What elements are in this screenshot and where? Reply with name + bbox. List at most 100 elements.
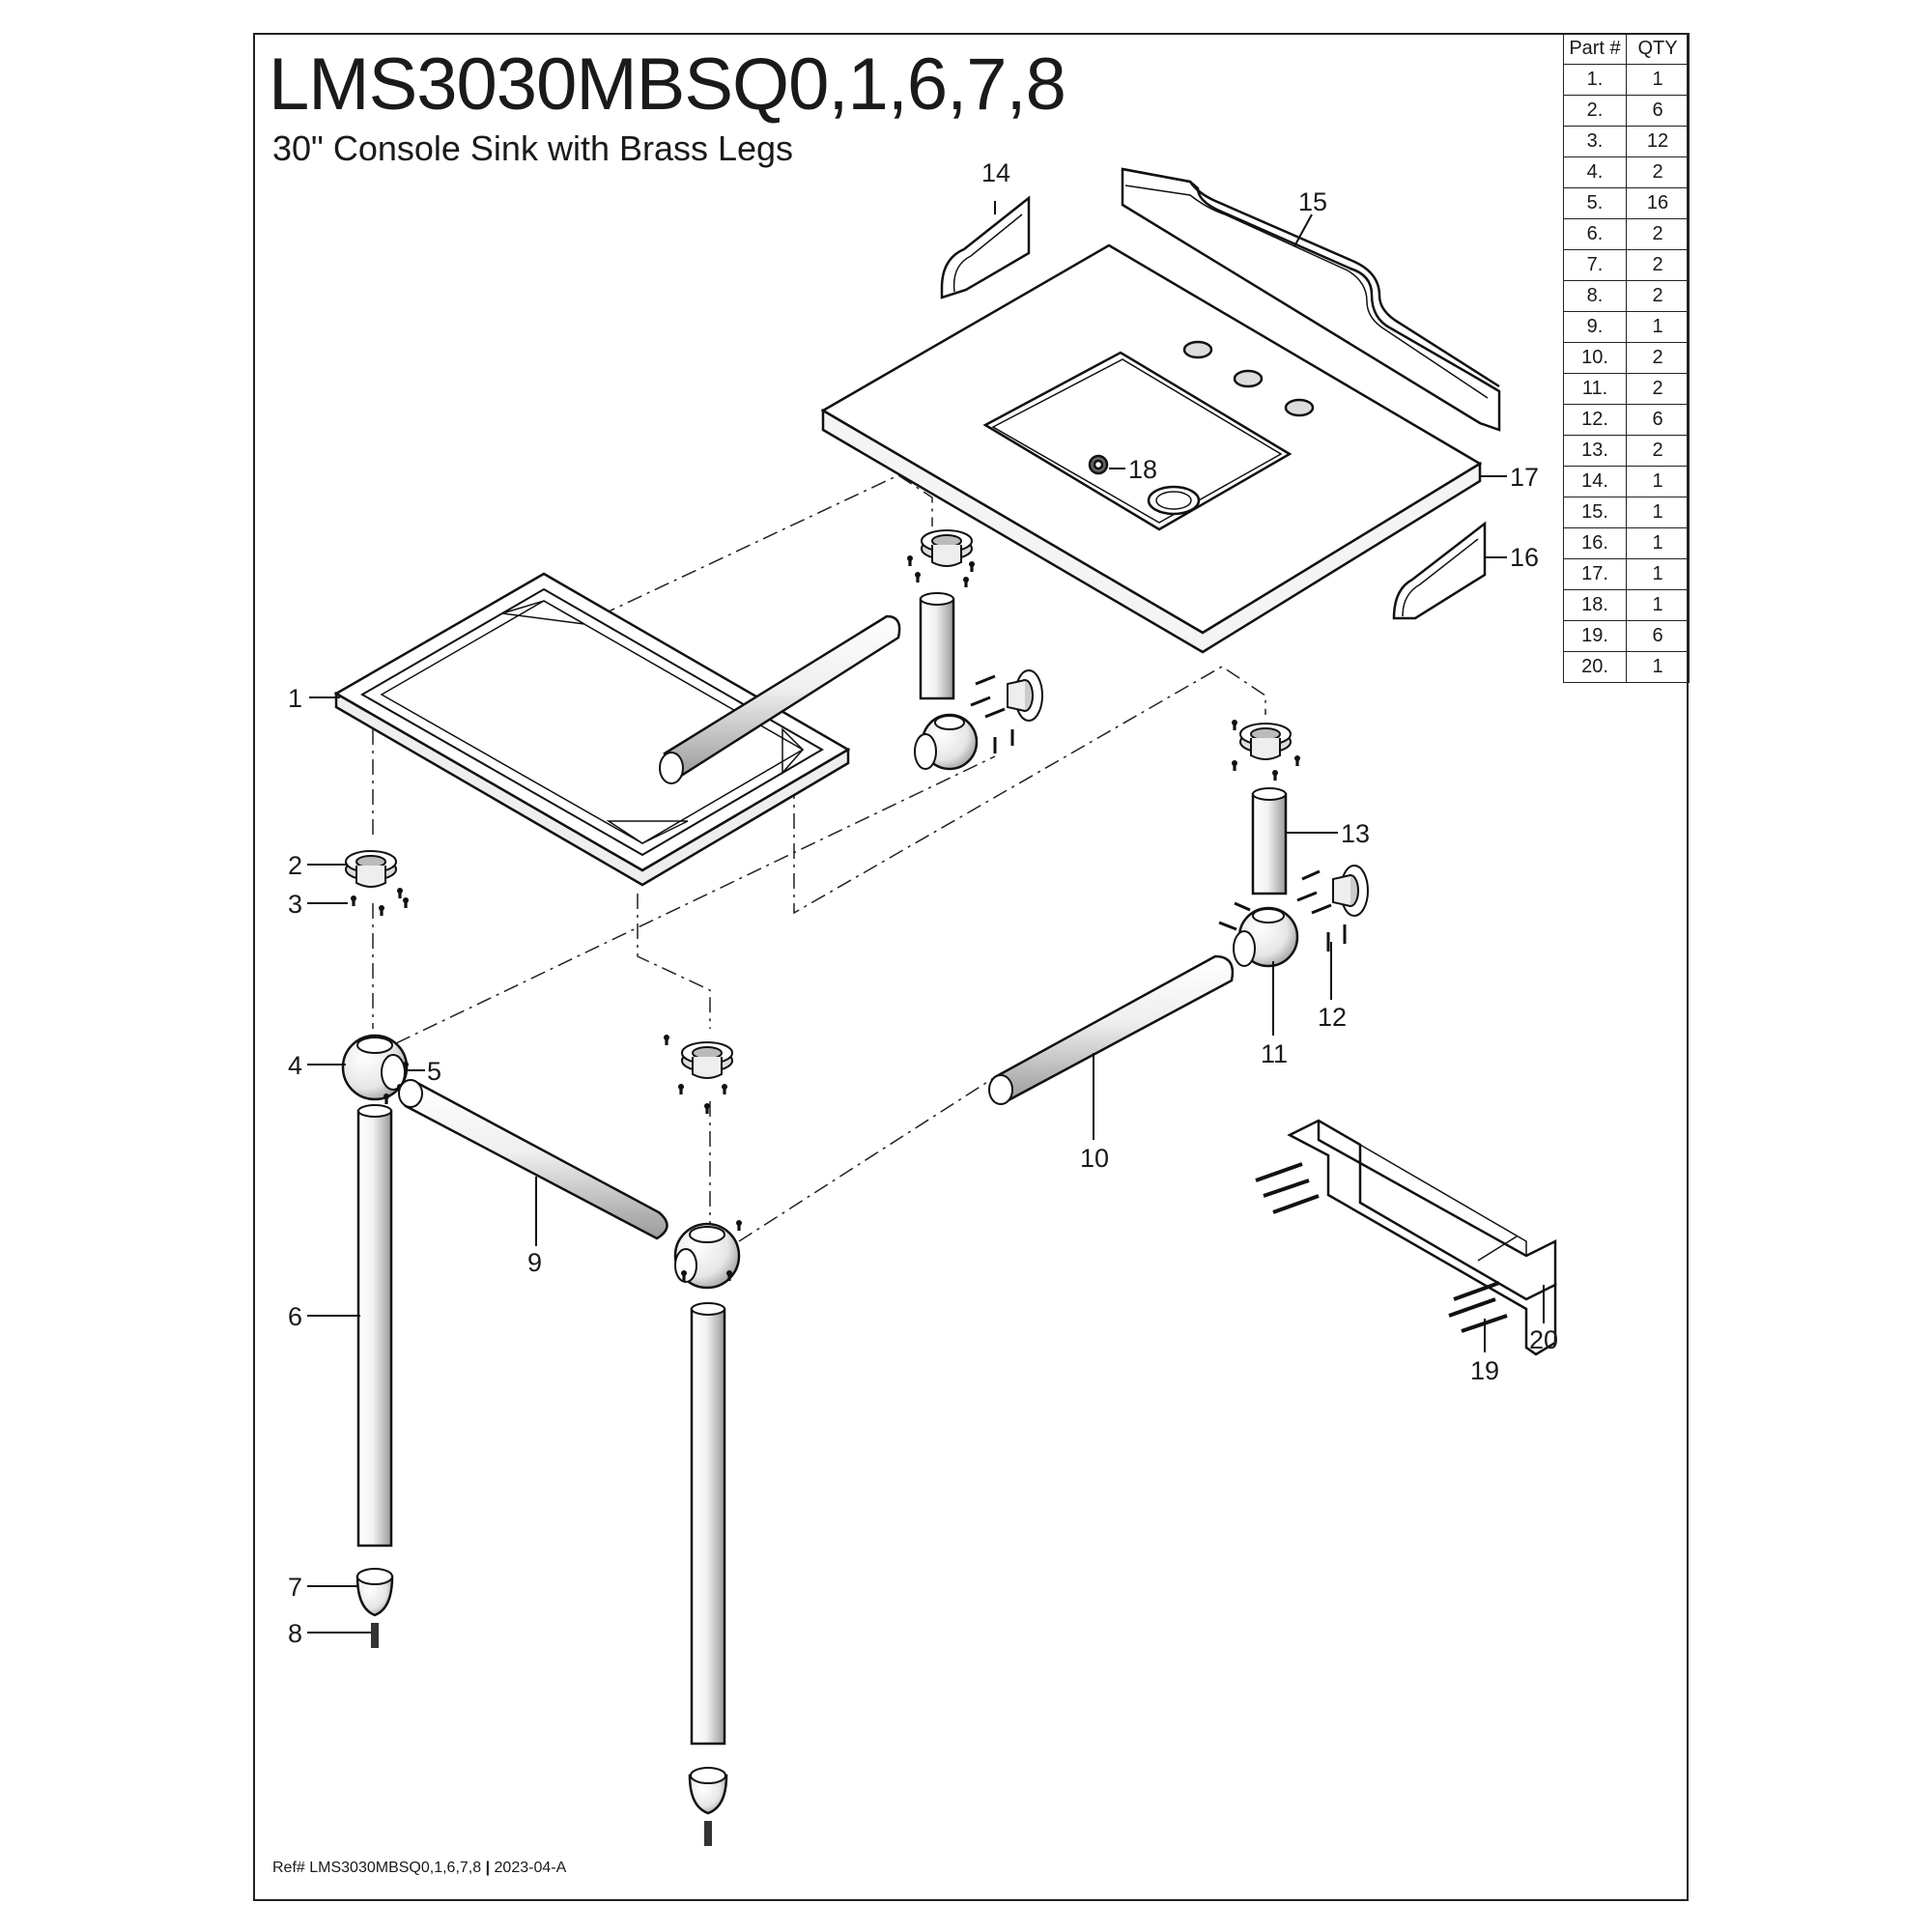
- callout-3: 3: [288, 890, 302, 919]
- wall-flange-back-right: [1007, 669, 1043, 722]
- rail-back-upper: [659, 614, 901, 784]
- table-row: 4.2: [1563, 156, 1690, 188]
- part-number: 3.: [1563, 126, 1627, 157]
- vanity-top: [820, 243, 1483, 654]
- part-number: 13.: [1563, 435, 1627, 467]
- bracket-screws-upper: [1255, 1162, 1320, 1214]
- leg-front-right: [690, 1302, 726, 1746]
- callout-12: 12: [1318, 1003, 1347, 1032]
- table-row: 12.6: [1563, 404, 1690, 436]
- part-number-header: Part #: [1563, 33, 1627, 65]
- table-row: 8.2: [1563, 280, 1690, 312]
- post-back-right: [919, 592, 955, 700]
- parts-table: Part # QTY 1.1 2.6 3.12 4.2 5.16 6.2 7.2…: [1563, 33, 1690, 683]
- part-number: 17.: [1563, 558, 1627, 590]
- rail-side-left: [398, 1079, 668, 1240]
- part-number: 16.: [1563, 527, 1627, 559]
- tee-front-left: [341, 1034, 409, 1104]
- callout-1: 1: [288, 684, 302, 713]
- qty-header: QTY: [1626, 33, 1690, 65]
- part-qty: 1: [1626, 527, 1690, 559]
- callout-15: 15: [1298, 187, 1327, 216]
- product-description: 30" Console Sink with Brass Legs: [272, 128, 794, 168]
- callout-8: 8: [288, 1619, 302, 1648]
- part-qty: 2: [1626, 218, 1690, 250]
- callout-7: 7: [288, 1573, 302, 1602]
- post-front-right: [1251, 787, 1288, 895]
- flange-left: [345, 850, 397, 888]
- table-row: 13.2: [1563, 435, 1690, 467]
- callout-11: 11: [1261, 1039, 1288, 1068]
- side-splash-left: [940, 195, 1031, 299]
- callout-19: 19: [1470, 1356, 1499, 1385]
- part-number: 12.: [1563, 404, 1627, 436]
- callout-5: 5: [427, 1057, 441, 1086]
- assembly-guide-lines: [372, 474, 1266, 1242]
- part-number: 18.: [1563, 589, 1627, 621]
- table-row: 3.12: [1563, 126, 1690, 157]
- foot-rear-left: [355, 1568, 394, 1617]
- callout-10: 10: [1080, 1144, 1109, 1173]
- part-number: 10.: [1563, 342, 1627, 374]
- table-row: 18.1: [1563, 589, 1690, 621]
- part-qty: 1: [1626, 466, 1690, 497]
- side-splash-right: [1392, 521, 1487, 620]
- part-qty: 2: [1626, 373, 1690, 405]
- parts-table-header: Part # QTY: [1563, 33, 1690, 65]
- part-qty: 2: [1626, 280, 1690, 312]
- table-row: 20.1: [1563, 651, 1690, 683]
- wall-bracket: [1287, 1119, 1557, 1356]
- callout-9: 9: [527, 1248, 542, 1277]
- callout-leaders: [307, 201, 1545, 1634]
- table-row: 11.2: [1563, 373, 1690, 405]
- table-row: 7.2: [1563, 249, 1690, 281]
- revision-code: 2023-04-A: [494, 1860, 567, 1876]
- reference-footer: Ref# LMS3030MBSQ0,1,6,7,8 | 2023-04-A: [272, 1860, 566, 1877]
- table-row: 2.6: [1563, 95, 1690, 127]
- flange-back-right-upper: [921, 529, 973, 567]
- tee-front-right: [1233, 906, 1299, 968]
- table-row: 9.1: [1563, 311, 1690, 343]
- callout-6: 6: [288, 1302, 302, 1331]
- callout-2: 2: [288, 851, 302, 880]
- tee-front-middle: [673, 1220, 742, 1290]
- part-qty: 1: [1626, 311, 1690, 343]
- part-number: 6.: [1563, 218, 1627, 250]
- part-number: 15.: [1563, 497, 1627, 528]
- table-row: 6.2: [1563, 218, 1690, 250]
- callout-labels: 1 2 3 4 5 6 7 8 9 10 11 12 13 14 15 16 1…: [288, 158, 1558, 1648]
- part-number: 4.: [1563, 156, 1627, 188]
- screws-left: [351, 888, 409, 916]
- callout-14: 14: [981, 158, 1010, 187]
- tee-back-right: [914, 713, 979, 771]
- part-number: 20.: [1563, 651, 1627, 683]
- part-qty: 1: [1626, 651, 1690, 683]
- part-qty: 2: [1626, 435, 1690, 467]
- callout-20: 20: [1529, 1325, 1558, 1354]
- rail-side-right: [988, 954, 1235, 1105]
- callout-13: 13: [1341, 819, 1370, 848]
- support-frame: [333, 572, 851, 887]
- part-qty: 1: [1626, 589, 1690, 621]
- table-row: 15.1: [1563, 497, 1690, 528]
- part-number: 7.: [1563, 249, 1627, 281]
- part-qty: 6: [1626, 95, 1690, 127]
- backsplash-back: [1121, 167, 1501, 432]
- reference-separator: |: [485, 1860, 491, 1876]
- callout-18: 18: [1128, 455, 1157, 484]
- callout-16: 16: [1510, 543, 1539, 572]
- screws-back-right-wall: [970, 674, 1014, 753]
- leg-rear-left: [356, 1104, 393, 1548]
- leveler-rear-left: [371, 1623, 379, 1648]
- foot-front-right: [688, 1767, 728, 1815]
- callout-17: 17: [1510, 463, 1539, 492]
- model-title: LMS3030MBSQ0,1,6,7,8: [269, 43, 1066, 126]
- callout-4: 4: [288, 1051, 302, 1080]
- wall-flange-front-right: [1332, 865, 1369, 917]
- table-row: 10.2: [1563, 342, 1690, 374]
- flange-front-right-upper: [1239, 723, 1292, 760]
- table-row: 16.1: [1563, 527, 1690, 559]
- flange-front-middle: [681, 1041, 733, 1079]
- part-qty: 2: [1626, 249, 1690, 281]
